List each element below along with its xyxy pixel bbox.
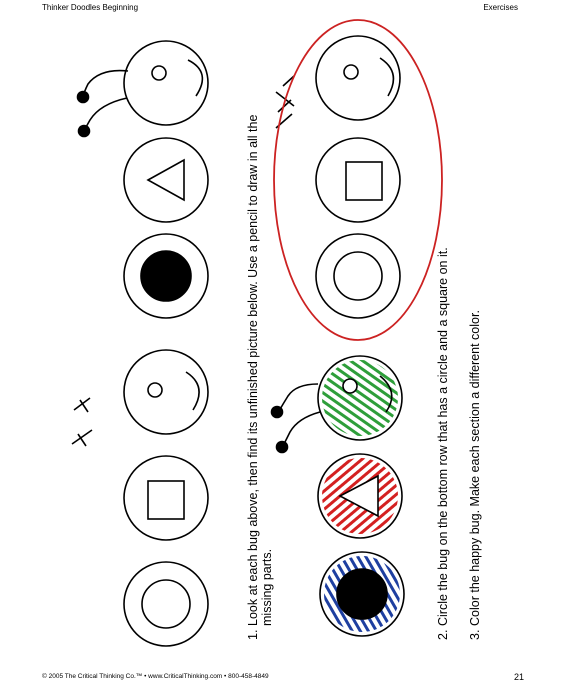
circle-shape [333, 251, 383, 301]
bug-bottom-right [270, 355, 405, 637]
instruction-1-line1: Look at each bug above, then find its un… [246, 114, 260, 626]
triangle-shape [146, 158, 185, 202]
answer-circle [273, 19, 443, 341]
bug-eye [342, 378, 358, 394]
instruction-3-line1: Color the happy bug. Make each section a… [468, 310, 482, 626]
bug-head [123, 349, 209, 435]
black-dot-shape [140, 250, 192, 302]
book-title: Thinker Doodles Beginning [42, 3, 139, 12]
instruction-1-number: 1. [246, 629, 260, 640]
bug-top-left [76, 40, 209, 319]
instruction-1-line2: missing parts. [260, 548, 274, 626]
bug-smile [187, 59, 204, 97]
bug-head [123, 40, 209, 126]
bug-top-right [275, 35, 401, 319]
bug-smile [379, 57, 395, 97]
bug-eye [151, 65, 167, 81]
instruction-2: 2. Circle the bug on the bottom row that … [436, 247, 450, 640]
antenna [83, 97, 128, 132]
bug-smile [185, 371, 200, 411]
bug-body-segment [123, 137, 209, 223]
bug-body-segment [315, 137, 401, 223]
antenna-ball [275, 440, 289, 454]
instruction-2-line1: Circle the bug on the bottom row that ha… [436, 247, 450, 626]
zigzag-antenna [71, 397, 93, 447]
circle-shape [141, 579, 191, 629]
bug-eye [343, 64, 359, 80]
antenna-ball [270, 405, 284, 419]
bug-smile [379, 375, 393, 413]
bug-eye [147, 382, 163, 398]
green-coloring [322, 360, 398, 436]
black-dot-shape [336, 568, 388, 620]
footer-copyright: © 2005 The Critical Thinking Co.™ • www.… [42, 673, 269, 680]
instruction-1: 1. Look at each bug above, then find its … [246, 115, 274, 640]
antenna-ball [77, 124, 91, 138]
bug-head [315, 35, 401, 121]
instruction-3: 3. Color the happy bug. Make each section… [468, 310, 482, 640]
antenna [278, 383, 319, 412]
bug-body-segment [123, 455, 209, 541]
antenna [282, 411, 321, 447]
antenna [82, 69, 129, 98]
section-title: Exercises [483, 3, 518, 12]
triangle-shape [338, 474, 379, 518]
bug-body-segment [123, 561, 209, 647]
square-shape [345, 161, 383, 201]
antenna-ball [76, 90, 90, 104]
page-number: 21 [513, 672, 524, 682]
instruction-3-number: 3. [468, 629, 482, 640]
bug-bottom-left [71, 349, 209, 647]
bug-body-segment [315, 233, 401, 319]
instruction-2-number: 2. [436, 629, 450, 640]
square-shape [147, 480, 185, 520]
